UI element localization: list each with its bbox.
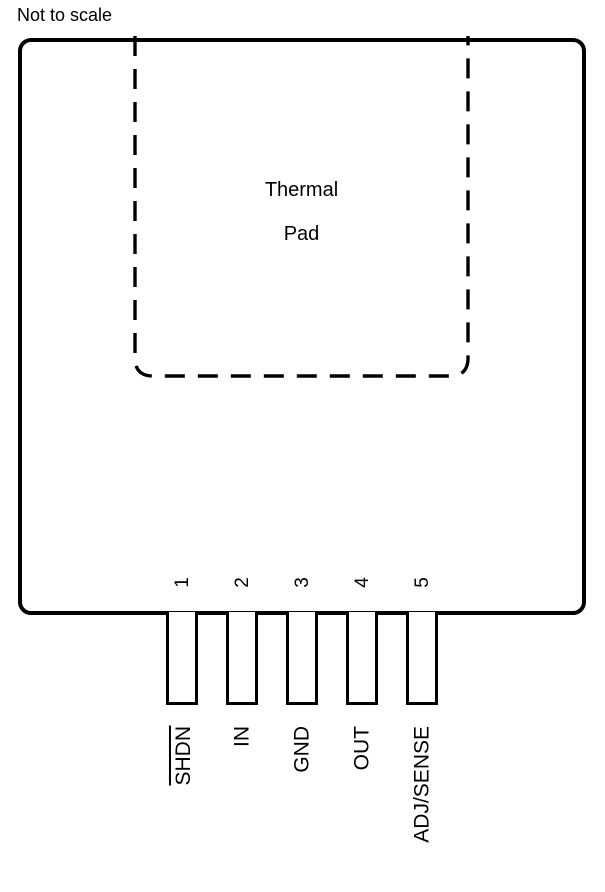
package-body-outline [18, 38, 586, 615]
pin-1-lead [166, 612, 198, 705]
pin-2-label-rot: IN [230, 726, 253, 747]
pin-3-number-text: 3 [291, 577, 313, 588]
thermal-pad-boundary [133, 36, 470, 378]
pin-3-label-rot: GND [290, 726, 313, 773]
pin-1-number: 1 [166, 552, 198, 592]
pin-4-number: 4 [346, 552, 378, 592]
pin-1-label-text: SHDN [168, 726, 196, 786]
pin-4-number-text: 4 [351, 577, 373, 588]
pin-1-label-rot: SHDN [168, 726, 196, 786]
pin-5-number: 5 [406, 552, 438, 592]
pin-5-label-rot: ADJ/SENSE [410, 726, 433, 843]
pin-3-number: 3 [286, 552, 318, 592]
pin-3-label-text: GND [290, 726, 314, 773]
diagram-caption: Not to scale [17, 5, 113, 25]
pin-3-lead [286, 612, 318, 705]
pin-2-label-text: IN [230, 726, 254, 747]
pin-4-lead [346, 612, 378, 705]
thermal-pad-label-line2: Pad [283, 223, 320, 245]
thermal-pad-dashed-svg [133, 36, 470, 378]
pin-5-number-text: 5 [411, 577, 433, 588]
thermal-pad-label-line1: Thermal [264, 179, 339, 201]
pin-5-lead [406, 612, 438, 705]
pin-2-number-text: 2 [231, 577, 253, 588]
pin-1-number-text: 1 [171, 577, 193, 588]
pin-4-label-text: OUT [350, 726, 374, 771]
thermal-pad-label: Thermal Pad [133, 168, 470, 256]
pin-5-label-text: ADJ/SENSE [410, 726, 434, 843]
pin-4-label-rot: OUT [350, 726, 373, 770]
pin-2-number: 2 [226, 552, 258, 592]
pin-2-lead [226, 612, 258, 705]
